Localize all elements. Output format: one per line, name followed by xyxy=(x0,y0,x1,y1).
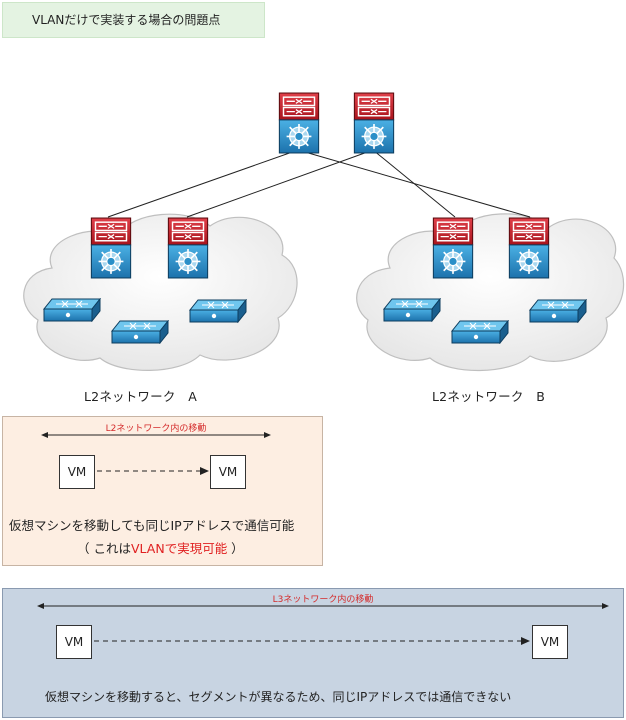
l2-description: 仮想マシンを移動しても同じIPアドレスで通信可能 xyxy=(9,518,295,533)
aggregation-router-icon xyxy=(167,217,209,279)
network-diagram xyxy=(23,92,625,372)
l2-switch-icon xyxy=(43,298,101,322)
cloud-network-b xyxy=(356,213,625,372)
core-router-icon xyxy=(278,92,320,154)
l3-range-arrow xyxy=(37,603,609,609)
l2-migration-panel: L2ネットワーク内の移動 VM VM 仮想マシンを移動しても同じIPアドレスで通… xyxy=(2,416,323,566)
l3-migration-panel: L3ネットワーク内の移動 VM VM 仮想マシンを移動すると、セグメントが異なる… xyxy=(2,588,624,718)
l2-switch-icon xyxy=(451,320,509,344)
aggregation-router-icon xyxy=(432,217,474,279)
l3-move-arrow xyxy=(94,637,530,645)
l2-switch-icon xyxy=(383,298,441,322)
l2-switch-icon xyxy=(189,299,247,323)
l3-description: 仮想マシンを移動すると、セグメントが異なるため、同じIPアドレスでは通信できない xyxy=(45,690,512,704)
l2-switch-icon xyxy=(529,299,587,323)
core-router-icon xyxy=(353,92,395,154)
l3-arrow-label: L3ネットワーク内の移動 xyxy=(272,595,374,605)
l2-range-arrow xyxy=(41,432,271,438)
cloud-network-a xyxy=(23,213,298,371)
network-b-label: L2ネットワーク B xyxy=(432,389,545,404)
l2-note-open: （ これは xyxy=(77,541,131,556)
l2-switch-icon xyxy=(111,320,169,344)
l2-note-close: ） xyxy=(227,541,244,556)
vm-source-box: VM xyxy=(59,455,95,489)
network-links xyxy=(107,149,531,218)
vm-destination-box: VM xyxy=(532,625,568,659)
l2-arrow-label: L2ネットワーク内の移動 xyxy=(105,424,207,434)
aggregation-router-icon xyxy=(90,217,132,279)
vm-source-box: VM xyxy=(56,625,92,659)
network-a-label: L2ネットワーク A xyxy=(84,389,197,404)
l2-move-arrow xyxy=(97,467,209,475)
l2-note: （ これはVLANで実現可能 ） xyxy=(77,538,244,557)
l2-note-highlight: VLANで実現可能 xyxy=(130,541,228,556)
aggregation-router-icon xyxy=(508,217,550,279)
vm-destination-box: VM xyxy=(210,455,246,489)
page-title: VLANだけで実装する場合の問題点 xyxy=(2,2,265,38)
